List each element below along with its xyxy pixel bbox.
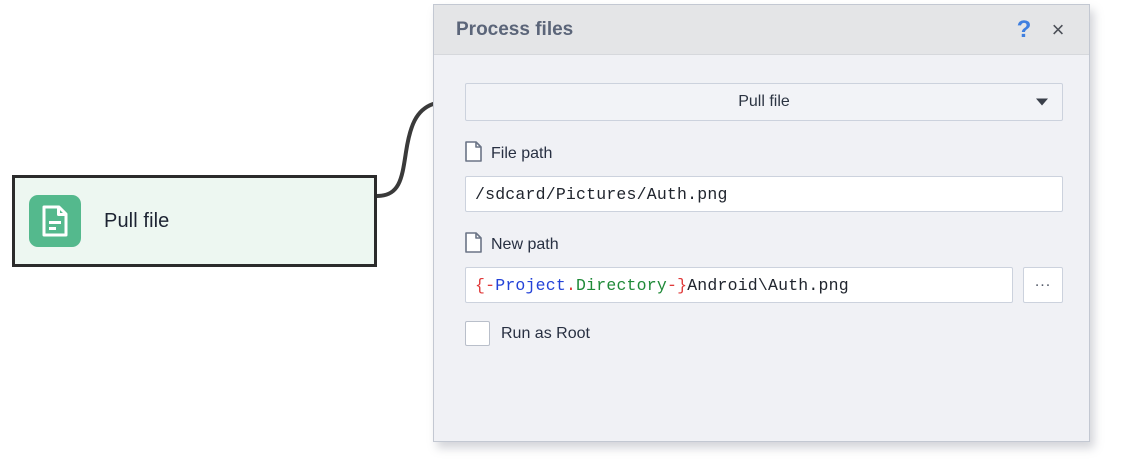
flow-node-pull-file[interactable]: Pull file (12, 175, 377, 267)
file-path-input[interactable]: /sdcard/Pictures/Auth.png (465, 176, 1063, 212)
path-token: Project (495, 275, 566, 295)
document-icon (29, 195, 81, 247)
dialog-body: Pull file File path /sdcard/Pictures/Aut… (434, 55, 1089, 346)
run-as-root-label: Run as Root (501, 324, 590, 342)
run-as-root-row[interactable]: Run as Root (465, 321, 1063, 346)
run-as-root-checkbox[interactable] (465, 321, 490, 346)
file-path-label-row: File path (465, 141, 1063, 167)
close-icon[interactable]: × (1051, 16, 1065, 42)
new-path-row: {-Project.Directory-}Android\Auth.png ..… (465, 267, 1063, 303)
action-select[interactable]: Pull file (465, 83, 1063, 121)
new-path-label-row: New path (465, 232, 1063, 258)
dialog-titlebar: Process files ? × (434, 5, 1089, 55)
new-path-input[interactable]: {-Project.Directory-}Android\Auth.png (465, 267, 1013, 303)
browse-button[interactable]: ... (1023, 267, 1063, 303)
process-files-dialog: Process files ? × Pull file File path /s… (433, 4, 1090, 442)
file-icon (465, 232, 482, 258)
chevron-down-icon (1036, 98, 1048, 106)
flow-node-label: Pull file (104, 209, 170, 232)
file-path-label: File path (491, 145, 553, 162)
path-token: -} (666, 275, 688, 295)
path-token: Android\Auth.png (687, 275, 849, 295)
file-icon (465, 141, 482, 167)
path-token: . (565, 275, 577, 295)
new-path-label: New path (491, 236, 559, 253)
action-select-value: Pull file (738, 93, 790, 110)
path-token: {- (475, 275, 496, 295)
path-token: Directory (576, 275, 667, 295)
help-icon[interactable]: ? (1016, 15, 1032, 43)
dialog-title: Process files (456, 18, 574, 40)
